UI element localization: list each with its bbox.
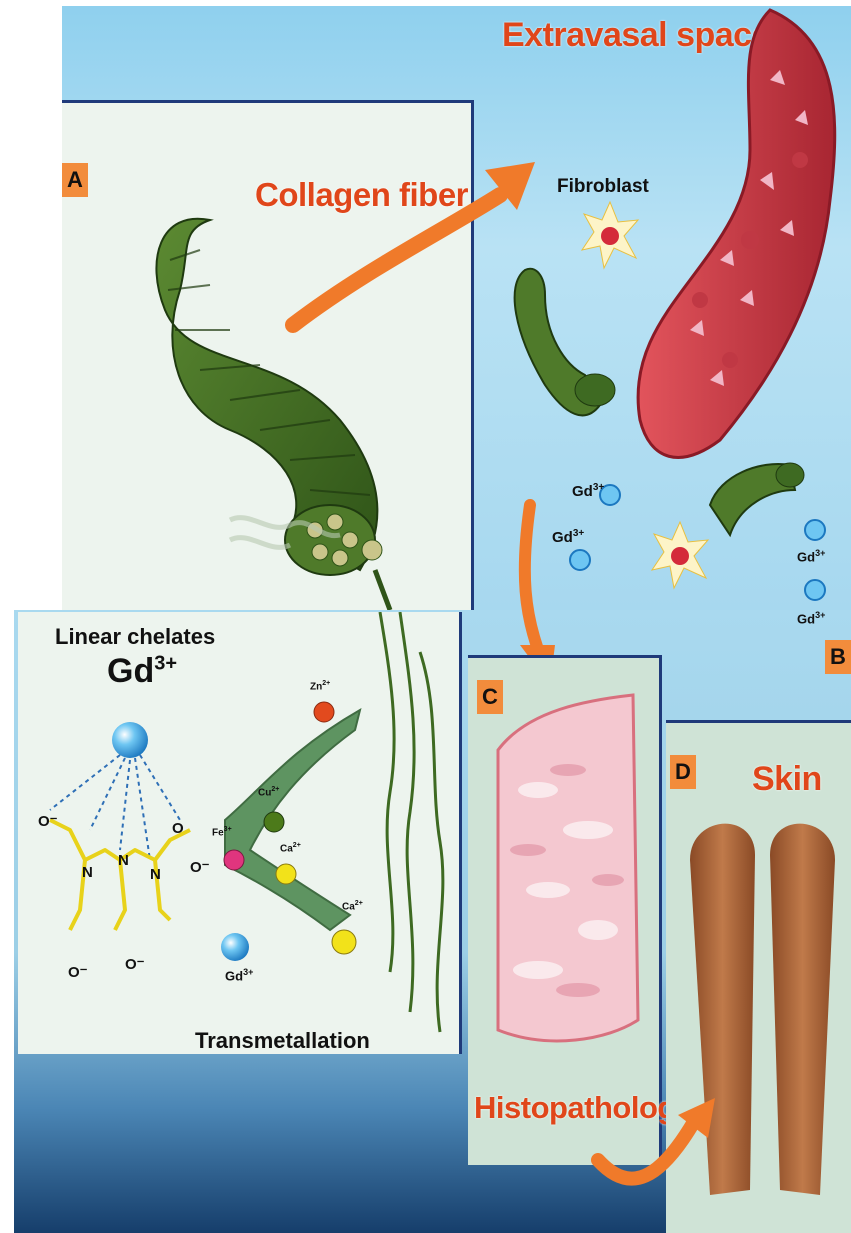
chelate-atom-label: N [150, 866, 161, 883]
collagen-fiber-small-1 [505, 255, 625, 455]
chelate-atom-label: O⁻ [38, 812, 58, 830]
cu-ion-sphere [262, 810, 286, 834]
linear-chelates-title: Linear chelates [55, 624, 215, 650]
gd-main-label: Gd3+ [107, 652, 177, 691]
collagen-strands [350, 612, 460, 1052]
ca-ion-sphere [274, 862, 298, 886]
zn-ion-sphere [312, 700, 336, 724]
gd-label: Gd3+ [797, 548, 825, 564]
zn-label: Zn2+ [310, 680, 330, 692]
chelate-atom-label: N [82, 864, 93, 881]
cu-label: Cu2+ [258, 786, 279, 798]
panel-d-tag: D [670, 755, 696, 789]
collagen-fiber-small-2 [700, 445, 810, 555]
chelate-atom-label: O [172, 820, 184, 837]
chelate-atom-label: O⁻ [68, 963, 88, 981]
ca-label: Ca2+ [280, 842, 301, 854]
chelate-structure [30, 720, 230, 980]
gd-label: Gd3+ [797, 610, 825, 626]
gd-ion-sphere [800, 515, 830, 545]
panel-d-title: Skin [752, 760, 822, 799]
transmetallation-label: Transmetallation [195, 1028, 370, 1054]
panel-a-tag: A [62, 163, 88, 197]
chelate-atom-label: N [118, 852, 129, 869]
free-gd-ion-sphere [218, 930, 252, 964]
gd-label: Gd3+ [572, 482, 604, 500]
fe-ion-sphere [222, 848, 246, 872]
panel-b-tag: B [825, 640, 851, 674]
arrow-c-to-d [590, 1090, 720, 1200]
chelate-atom-label: O⁻ [190, 858, 210, 876]
free-gd-label: Gd3+ [225, 967, 253, 983]
gd-ion-sphere [800, 575, 830, 605]
chelate-atom-label: O⁻ [125, 955, 145, 973]
histopathology-tissue-image [488, 690, 648, 1060]
fe-label: Fe3+ [212, 826, 232, 838]
fibroblast-label: Fibroblast [557, 176, 649, 198]
